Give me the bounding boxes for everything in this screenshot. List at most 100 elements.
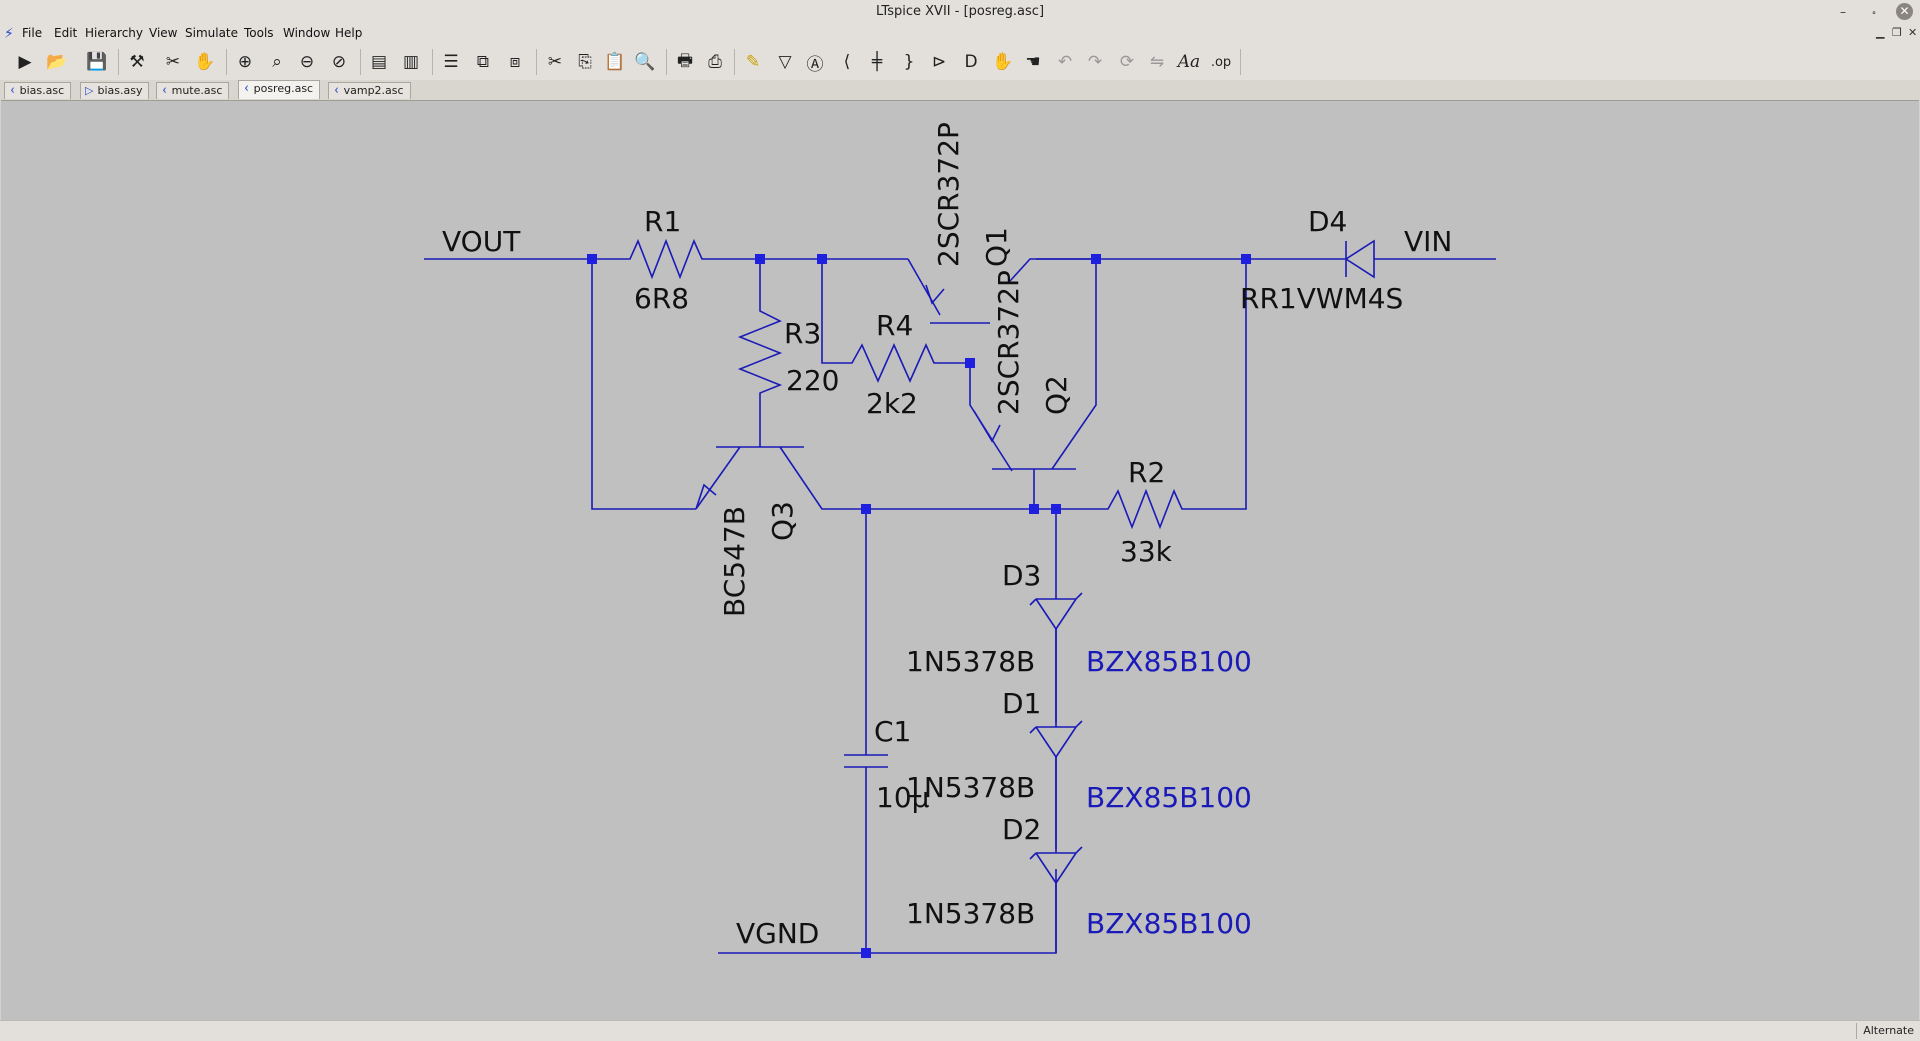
ground-icon[interactable]: ▽ bbox=[778, 52, 792, 72]
d2-alt-value: BZX85B100 bbox=[1086, 907, 1252, 940]
d1-alt-value: BZX85B100 bbox=[1086, 781, 1252, 814]
menu-help[interactable]: Help bbox=[335, 26, 363, 40]
spice-directive-icon[interactable]: .op bbox=[1210, 54, 1232, 70]
cascade-icon[interactable]: ☰ bbox=[443, 52, 459, 72]
drag-icon[interactable]: ☚ bbox=[1025, 52, 1041, 72]
menu-simulate[interactable]: Simulate bbox=[185, 26, 239, 40]
transistor-q1[interactable] bbox=[907, 258, 1096, 324]
symbol-icon: ▷ bbox=[85, 84, 94, 97]
maximize-button[interactable]: ⬞ bbox=[1872, 5, 1876, 19]
q3-arrow[interactable] bbox=[695, 483, 717, 510]
undo-icon[interactable]: ↶ bbox=[1057, 52, 1073, 72]
open-icon[interactable]: 📂 bbox=[46, 52, 68, 72]
junction[interactable] bbox=[1029, 504, 1039, 514]
tile-horizontal-icon[interactable]: ▤ bbox=[370, 52, 388, 72]
junction[interactable] bbox=[965, 358, 975, 368]
schematic-svg[interactable]: VOUT VIN VGND R1 6R8 R3 220 R4 2k2 R2 33… bbox=[1, 101, 1919, 1021]
diode-icon[interactable]: ⊳ bbox=[931, 52, 947, 72]
capacitor-c1[interactable] bbox=[844, 754, 888, 768]
print-setup-icon[interactable]: ⎙ bbox=[708, 52, 722, 72]
tab-bias-asy[interactable]: ▷bias.asy bbox=[80, 82, 150, 99]
cut-icon[interactable]: ✂ bbox=[547, 52, 563, 72]
q2-ref: Q2 bbox=[1040, 375, 1073, 415]
wire-q2-emitter[interactable] bbox=[1033, 469, 1056, 510]
d1-value: 1N5378B bbox=[906, 771, 1035, 804]
toolbar: ▶ 📂 💾 ⚒ ✂ ✋ ⊕ ⌕ ⊖ ⊘ ▤ ▥ ☰ ⧉ ⧈ ✂ ⎘ 📋 🔍 🖶 … bbox=[0, 44, 1920, 81]
wire-vout-drop[interactable] bbox=[591, 259, 696, 510]
label-net-icon[interactable]: Ⓐ bbox=[806, 54, 824, 75]
mdi-minimize-icon[interactable]: ▁ bbox=[1876, 26, 1885, 39]
arrange-icon[interactable]: ⧈ bbox=[509, 52, 521, 72]
find-icon[interactable]: 🔍 bbox=[634, 52, 656, 72]
pan-icon[interactable]: ✋ bbox=[194, 52, 216, 72]
resistor-r3[interactable] bbox=[737, 259, 783, 447]
zener-d2[interactable] bbox=[1029, 846, 1083, 953]
junction[interactable] bbox=[1051, 504, 1061, 514]
minimize-button[interactable]: – bbox=[1840, 5, 1846, 19]
d3-alt-value: BZX85B100 bbox=[1086, 645, 1252, 678]
d2-value: 1N5378B bbox=[906, 897, 1035, 930]
resistor-icon[interactable]: ⟨ bbox=[843, 52, 851, 72]
d4-ref: D4 bbox=[1308, 205, 1347, 238]
r1-value: 6R8 bbox=[634, 282, 689, 315]
mdi-close-icon[interactable]: ✕ bbox=[1908, 26, 1918, 39]
copy-icon[interactable]: ⎘ bbox=[578, 52, 592, 72]
menu-hierarchy[interactable]: Hierarchy bbox=[85, 26, 144, 40]
close-windows-icon[interactable]: ⧉ bbox=[476, 52, 490, 72]
text-icon[interactable]: Aa bbox=[1177, 52, 1201, 72]
resistor-r1[interactable] bbox=[592, 238, 760, 280]
d1-ref: D1 bbox=[1002, 687, 1041, 720]
junction[interactable] bbox=[755, 254, 765, 264]
zoom-cancel-icon[interactable]: ⊘ bbox=[331, 52, 347, 72]
run-icon[interactable]: ▶ bbox=[18, 52, 32, 72]
ltspice-app-icon[interactable]: ⚡ bbox=[4, 26, 14, 42]
tab-label: mute.asc bbox=[171, 84, 223, 97]
junction[interactable] bbox=[587, 254, 597, 264]
inductor-icon[interactable]: } bbox=[903, 52, 915, 72]
resistor-r4[interactable] bbox=[821, 259, 970, 383]
menu-file[interactable]: File bbox=[22, 26, 43, 40]
junction[interactable] bbox=[1091, 254, 1101, 264]
junction[interactable] bbox=[817, 254, 827, 264]
close-button[interactable]: ✕ bbox=[1896, 3, 1913, 20]
menu-view[interactable]: View bbox=[149, 26, 178, 40]
halt-icon[interactable]: ✂ bbox=[165, 52, 181, 72]
paste-icon[interactable]: 📋 bbox=[604, 52, 626, 72]
zoom-in-icon[interactable]: ⊕ bbox=[237, 52, 253, 72]
junction[interactable] bbox=[861, 504, 871, 514]
junction[interactable] bbox=[1241, 254, 1251, 264]
wire-icon[interactable]: ✎ bbox=[745, 52, 761, 72]
q1-arrow[interactable] bbox=[925, 284, 945, 305]
capacitor-icon[interactable]: ╪ bbox=[871, 52, 883, 72]
menu-window[interactable]: Window bbox=[283, 26, 331, 40]
mdi-restore-icon[interactable]: ❐ bbox=[1892, 26, 1902, 39]
save-icon[interactable]: 💾 bbox=[86, 52, 108, 72]
control-panel-icon[interactable]: ⚒ bbox=[129, 52, 145, 72]
q2-arrow[interactable] bbox=[973, 410, 1001, 443]
schematic-icon: ᚲ bbox=[9, 84, 16, 97]
mirror-icon[interactable]: ⇋ bbox=[1149, 52, 1165, 72]
transistor-q2[interactable] bbox=[969, 259, 1097, 472]
tile-vertical-icon[interactable]: ▥ bbox=[402, 52, 420, 72]
transistor-q3[interactable] bbox=[695, 446, 1034, 510]
resistor-r2[interactable] bbox=[1056, 259, 1247, 530]
r2-value: 33k bbox=[1120, 535, 1173, 568]
print-icon[interactable]: 🖶 bbox=[676, 50, 694, 71]
menu-edit[interactable]: Edit bbox=[54, 26, 78, 40]
diode-d4[interactable] bbox=[1310, 239, 1496, 279]
r3-ref: R3 bbox=[784, 317, 821, 350]
junction[interactable] bbox=[861, 948, 871, 958]
move-icon[interactable]: ✋ bbox=[992, 52, 1014, 72]
menu-tools[interactable]: Tools bbox=[244, 26, 274, 40]
zoom-out-icon[interactable]: ⊖ bbox=[299, 52, 315, 72]
zoom-fit-icon[interactable]: ⌕ bbox=[272, 52, 282, 72]
redo-icon[interactable]: ↷ bbox=[1087, 52, 1103, 72]
rotate-icon[interactable]: ⟳ bbox=[1119, 52, 1135, 72]
schematic-canvas[interactable]: VOUT VIN VGND R1 6R8 R3 220 R4 2k2 R2 33… bbox=[1, 100, 1919, 1021]
d3-ref: D3 bbox=[1002, 559, 1041, 592]
component-icon[interactable]: D bbox=[964, 52, 978, 72]
